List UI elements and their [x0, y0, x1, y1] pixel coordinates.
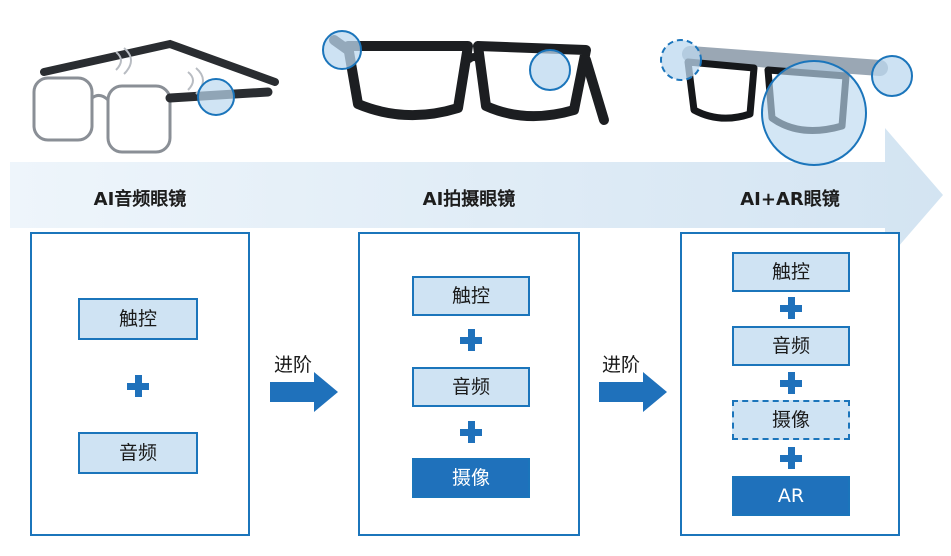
plus-icon — [780, 447, 802, 469]
stage-panel-ar: 触控 音频 摄像 AR — [680, 232, 900, 536]
plus-icon — [127, 375, 149, 397]
feature-ar: AR — [732, 476, 850, 516]
plus-icon — [780, 372, 802, 394]
ar-glasses-image — [650, 18, 940, 168]
stage-title-ar: AI+AR眼镜 — [680, 186, 900, 214]
feature-camera: 摄像 — [732, 400, 850, 440]
plus-icon — [460, 421, 482, 443]
feature-camera: 摄像 — [412, 458, 530, 498]
right-arrow-icon — [599, 372, 669, 412]
feature-touch: 触控 — [412, 276, 530, 316]
feature-audio: 音频 — [732, 326, 850, 366]
camera-glasses-image — [318, 20, 618, 160]
audio-glasses-image — [20, 20, 280, 170]
feature-audio: 音频 — [412, 367, 530, 407]
stage-panel-camera: 触控 音频 摄像 — [358, 232, 580, 536]
feature-touch: 触控 — [78, 298, 198, 340]
feature-touch: 触控 — [732, 252, 850, 292]
stage-title-camera: AI拍摄眼镜 — [358, 186, 580, 214]
right-arrow-icon — [270, 372, 340, 412]
plus-icon — [780, 297, 802, 319]
feature-audio: 音频 — [78, 432, 198, 474]
plus-icon — [460, 329, 482, 351]
stage-panel-audio: 触控 音频 — [30, 232, 250, 536]
stage-title-audio: AI音频眼镜 — [30, 186, 250, 214]
